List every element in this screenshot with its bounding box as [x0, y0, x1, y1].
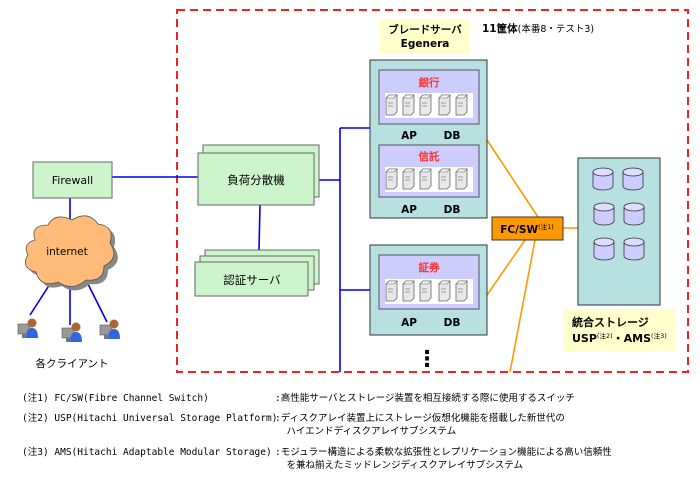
panel-name: 証券	[419, 261, 440, 274]
load-balancer-node: 負荷分散機	[197, 144, 320, 206]
load-balancer-label: 負荷分散機	[227, 173, 285, 187]
internet-cloud: internet	[24, 215, 118, 291]
auth-server-node: 認証サーバ	[194, 249, 320, 297]
fcsw-note: (注1)	[538, 222, 554, 231]
note-text: :高性能サーバとストレージ装置を相互接続する際に使用するスイッチ	[275, 393, 575, 404]
ap-label: AP	[401, 204, 417, 216]
blade-chassis: 銀行 AP DB 信託 AP DB	[369, 59, 488, 219]
note-key: (注2) USP(Hitachi Universal Storage Platf…	[22, 413, 278, 424]
db-label: DB	[444, 204, 461, 216]
client-pc-icon	[99, 319, 121, 340]
blade-chassis: 証券 AP DB	[369, 244, 488, 336]
db-label: DB	[444, 317, 461, 329]
fcsw-label: FC/SW	[500, 224, 538, 236]
blade-title-line2: Egenera	[401, 38, 450, 50]
ap-label: AP	[401, 317, 417, 329]
note-text: :モジュラー構造による柔軟な拡張性とレプリケーション機能による高い信頼性	[275, 447, 612, 458]
blade-title-line1: ブレードサーバ	[388, 23, 462, 36]
storage-title: 統合ストレージ	[572, 315, 649, 329]
fcsw-node: FC/SW(注1)	[491, 216, 564, 241]
clients-label: 各クライアント	[35, 357, 108, 370]
san-lines	[486, 139, 578, 373]
svg-text:FC/SW(注1): FC/SW(注1)	[500, 222, 554, 236]
more-chassis-ellipsis: ⋮	[416, 347, 438, 372]
storage-node: 統合ストレージ USP(注2)・AMS(注3)	[563, 157, 675, 351]
disk-icon	[593, 202, 615, 226]
note-key: (注3) AMS(Hitachi Adaptable Modular Stora…	[22, 447, 272, 458]
panel-name: 銀行	[419, 76, 440, 89]
panel-name: 信託	[419, 150, 440, 163]
note-text: を兼ね揃えたミッドレンジディスクアレイサブシステム	[275, 460, 523, 471]
blade-title: ブレードサーバ Egenera 11筐体(本番8・テスト3)	[380, 19, 594, 53]
note-text: ハイエンドディスクアレイサブシステム	[275, 426, 457, 437]
internet-label: internet	[46, 246, 88, 258]
blade-count: 11筐体(本番8・テスト3)	[482, 22, 594, 35]
note-text: :ディスクアレイ装置上にストレージ仮想化機能を搭載した新世代の	[275, 413, 565, 424]
storage-models: USP(注2)・AMS(注3)	[572, 331, 667, 345]
lan-lines	[29, 127, 370, 372]
firewall-node: Firewall	[32, 161, 113, 199]
firewall-label: Firewall	[52, 174, 93, 187]
disk-icon	[592, 167, 614, 191]
datacenter-boundary	[176, 9, 689, 373]
db-label: DB	[444, 130, 461, 142]
client-pc-icon	[61, 322, 83, 343]
disk-icon	[622, 167, 644, 191]
ap-label: AP	[401, 130, 417, 142]
disk-icon	[623, 202, 645, 226]
disk-icon	[623, 237, 645, 261]
auth-server-label: 認証サーバ	[223, 273, 281, 287]
client-pc-icon	[17, 318, 39, 339]
note-key: (注1) FC/SW(Fibre Channel Switch)	[22, 393, 209, 404]
disk-icon	[593, 237, 615, 261]
